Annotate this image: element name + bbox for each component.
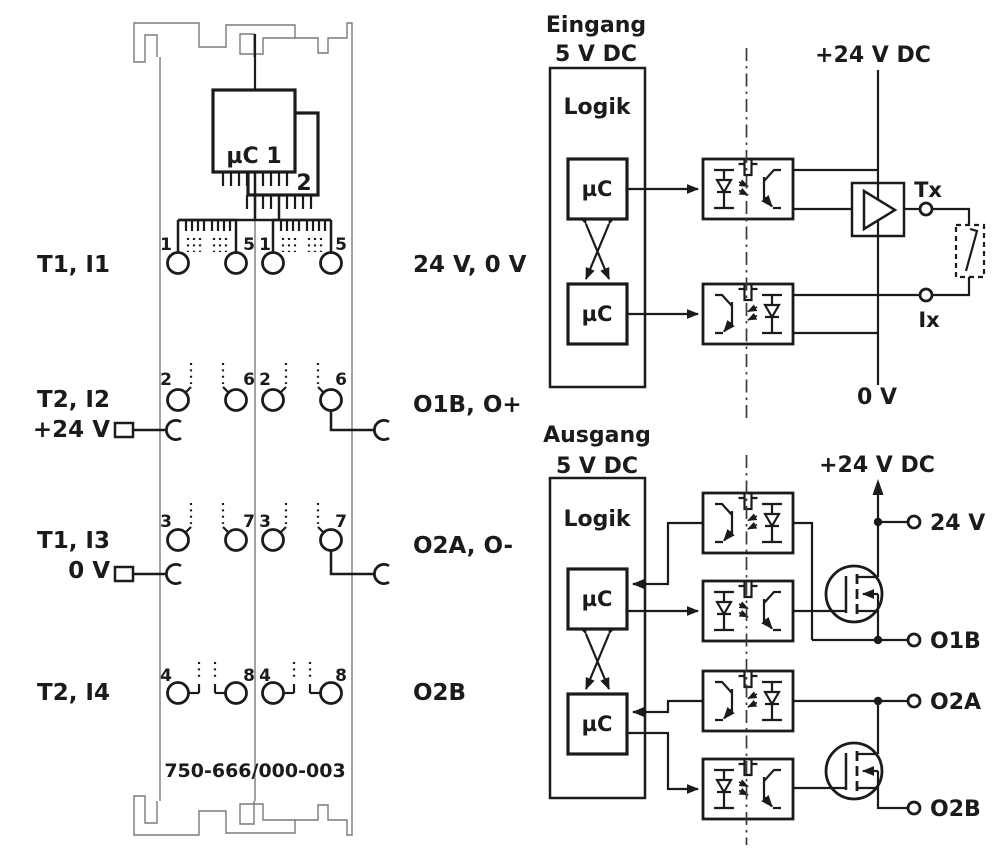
- ausgang-logik-box: [548, 476, 647, 800]
- amplifier-icon: [850, 181, 906, 238]
- module-labels: T1, I1 T2, I2 +24 V T1, I3 0 V T2, I4 24…: [33, 252, 527, 782]
- tx-terminal: [918, 201, 934, 217]
- optocoupler-icon: [703, 159, 793, 219]
- part-number: 750-666/000-003: [164, 760, 345, 782]
- mosfet-icon: [826, 743, 882, 799]
- ausgang-uc2-box: [566, 692, 629, 756]
- pin-number: 7: [335, 512, 347, 532]
- terminal-24v-label: 24 V: [930, 511, 985, 536]
- pin-number: 4: [259, 666, 271, 686]
- eingang-uc2-label: µC: [582, 302, 613, 326]
- pin-number: 6: [335, 370, 347, 390]
- terminal-o1b-label: O1B: [930, 629, 981, 654]
- row4-right-label: O2B: [413, 680, 466, 706]
- optocoupler-icon: [703, 581, 793, 641]
- pin-number: 8: [335, 666, 347, 686]
- pin-number: 5: [243, 235, 255, 255]
- module-diagram: µC 1 2 1 5 1 5 2 6 2 6 3 7 3 7: [33, 22, 527, 836]
- eingang-logik-box: [548, 66, 647, 389]
- eingang-uc2-box: [566, 282, 629, 346]
- pin-number: 2: [259, 370, 271, 390]
- chip-2-label: 2: [296, 171, 311, 196]
- terminal-o2a-label: O2A: [930, 690, 981, 715]
- row2-right-label: O1B, O+: [413, 392, 522, 418]
- pin-number: 6: [243, 370, 255, 390]
- eingang-rail-label: +24 V DC: [815, 43, 931, 68]
- optocoupler-icon: [703, 671, 793, 731]
- eingang-ground-label: 0 V: [857, 385, 897, 410]
- module-microcontrollers: µC 1 2: [211, 34, 320, 220]
- ausgang-uc1-label: µC: [582, 587, 613, 611]
- row4-left-label: T2, I4: [37, 680, 110, 706]
- eingang-circuit: Eingang 5 V DC Logik µC µC: [546, 13, 986, 418]
- pin-number: 2: [160, 370, 172, 390]
- terminal-24v: [906, 514, 922, 530]
- ausgang-rail-label: +24 V DC: [819, 453, 935, 478]
- pin-number: 7: [243, 512, 255, 532]
- optocoupler-icon: [703, 493, 793, 553]
- eingang-logik-label: Logik: [563, 95, 631, 120]
- ix-label: Ix: [918, 308, 940, 332]
- ausgang-uc2-label: µC: [582, 712, 613, 736]
- pin-numbers: 1 5 1 5 2 6 2 6 3 7 3 7 4 8 4 8: [160, 235, 347, 686]
- module-connector-rows: 1 5 1 5 2 6 2 6 3 7 3 7 4 8 4 8: [113, 218, 391, 705]
- mosfet-icon: [826, 566, 882, 622]
- pin-number: 3: [160, 512, 172, 532]
- eingang-supply: 5 V DC: [555, 42, 637, 67]
- row3-left-label2: 0 V: [68, 558, 110, 584]
- terminal-o2a: [906, 693, 922, 709]
- ix-terminal: [918, 287, 934, 303]
- ausgang-uc1-box: [566, 567, 629, 631]
- switch-icon: [954, 223, 986, 279]
- row3-left-label: T1, I3: [37, 528, 110, 554]
- tx-label: Tx: [914, 178, 942, 202]
- ausgang-title: Ausgang: [543, 423, 651, 448]
- row1-right-label: 24 V, 0 V: [413, 252, 527, 278]
- row2-left-label: T2, I2: [37, 387, 110, 413]
- row1-left-label: T1, I1: [37, 252, 110, 278]
- ausgang-logik-label: Logik: [563, 507, 631, 532]
- pin-number: 4: [160, 666, 172, 686]
- row3-right-label: O2A, O-: [413, 533, 513, 559]
- pin-number: 1: [160, 235, 172, 255]
- eingang-uc1-box: [566, 157, 629, 221]
- feed-24v-clamp: [113, 410, 391, 442]
- eingang-title: Eingang: [546, 13, 646, 38]
- pin-number: 5: [335, 235, 347, 255]
- row2-left-label2: +24 V: [33, 417, 110, 443]
- terminal-o1b: [906, 632, 922, 648]
- eingang-uc1-label: µC: [582, 177, 613, 201]
- chip-1-label: µC 1: [226, 144, 281, 169]
- pin-number: 8: [243, 666, 255, 686]
- optocoupler-icon: [703, 284, 793, 344]
- pin-number: 1: [259, 235, 271, 255]
- optocoupler-icon: [703, 759, 793, 819]
- pin-number: 3: [259, 512, 271, 532]
- terminal-o2b: [906, 800, 922, 816]
- feed-0v-clamp: [113, 550, 391, 585]
- ausgang-circuit: Ausgang 5 V DC Logik µC µC: [543, 423, 985, 845]
- ausgang-supply: 5 V DC: [556, 454, 638, 479]
- terminal-o2b-label: O2B: [930, 797, 981, 822]
